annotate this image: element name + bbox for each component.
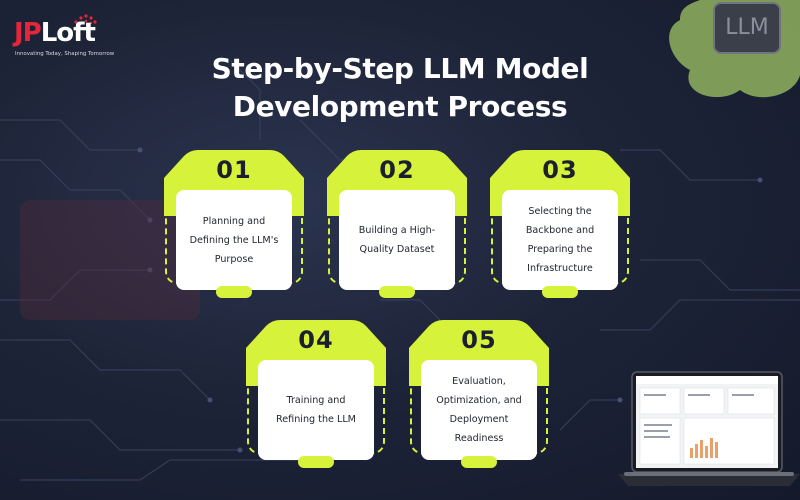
- step-content-card: Training and Refining the LLM: [258, 360, 374, 460]
- logo-jp: JP: [14, 18, 42, 48]
- step-number: 03: [542, 156, 578, 184]
- step-text: Evaluation, Optimization, and Deployment…: [436, 376, 522, 444]
- logo-dots-icon: [74, 14, 97, 25]
- llm-chip-icon: LLM: [713, 2, 781, 54]
- step-card-02: 02 Building a High-Quality Dataset: [327, 150, 467, 300]
- step-pill: [542, 286, 578, 298]
- title-line-2: Development Process: [232, 90, 568, 123]
- step-pill: [379, 286, 415, 298]
- step-number: 02: [379, 156, 415, 184]
- step-content-card: Building a High-Quality Dataset: [339, 190, 455, 290]
- step-card-04: 04 Training and Refining the LLM: [246, 320, 386, 470]
- page-title: Step-by-Step LLM Model Development Proce…: [160, 50, 640, 126]
- laptop-dashboard-illustration: [618, 371, 800, 486]
- step-card-05: 05 Evaluation, Optimization, and Deploym…: [409, 320, 549, 470]
- step-card-01: 01 Planning and Defining the LLM's Purpo…: [164, 150, 304, 300]
- step-card-03: 03 Selecting the Backbone and Preparing …: [490, 150, 630, 300]
- step-pill: [461, 456, 497, 468]
- step-number: 01: [216, 156, 252, 184]
- logo-loft: Loft: [40, 18, 96, 48]
- step-pill: [216, 286, 252, 298]
- step-pill: [298, 456, 334, 468]
- logo-wordmark: JPLoft: [14, 18, 96, 48]
- step-number: 05: [461, 326, 497, 354]
- step-content-card: Evaluation, Optimization, and Deployment…: [421, 360, 537, 460]
- step-content-card: Planning and Defining the LLM's Purpose: [176, 190, 292, 290]
- step-text: Planning and Defining the LLM's Purpose: [189, 215, 279, 265]
- step-text: Training and Refining the LLM: [276, 395, 356, 425]
- step-number: 04: [298, 326, 334, 354]
- step-content-card: Selecting the Backbone and Preparing the…: [502, 190, 618, 290]
- jploft-logo: JPLoft Innovating Today, Shaping Tomorro…: [14, 14, 124, 58]
- step-text: Selecting the Backbone and Preparing the…: [525, 206, 595, 274]
- title-line-1: Step-by-Step LLM Model: [211, 52, 589, 85]
- step-text: Building a High-Quality Dataset: [358, 225, 436, 255]
- logo-tagline: Innovating Today, Shaping Tomorrow: [15, 51, 115, 57]
